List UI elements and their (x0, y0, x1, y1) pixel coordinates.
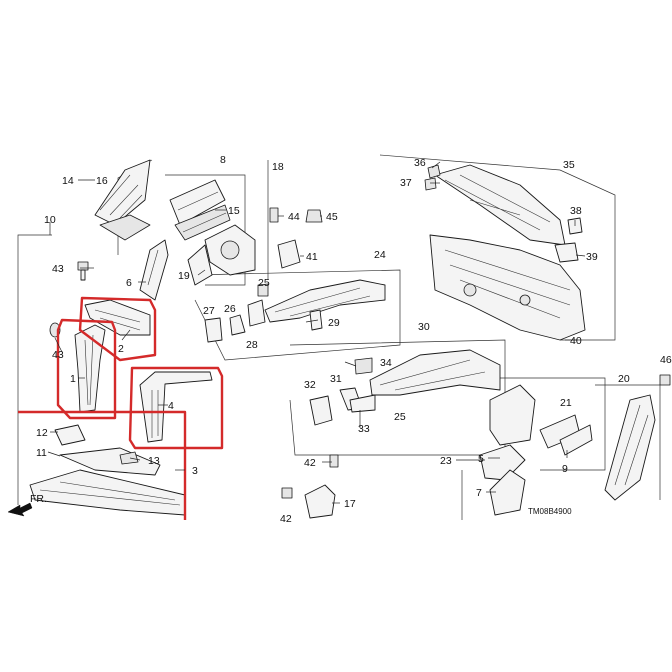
part-17-bracket (304, 484, 336, 519)
part-number-labels: 14 16 10 8 15 18 19 6 43 43 2 1 4 12 11 … (36, 154, 672, 525)
part-24-frame-rail (264, 279, 386, 323)
bolt-43 (77, 261, 89, 281)
bolt-46 (659, 374, 671, 386)
part-label-3: 3 (192, 465, 198, 477)
highlight-outlines (18, 296, 224, 520)
parts-36-37-38-39 (424, 164, 583, 263)
part-label-10: 10 (44, 214, 56, 226)
part-4-rail (139, 371, 213, 443)
part-16-bracket (94, 159, 151, 241)
part-21-9-brackets (539, 414, 593, 456)
part-label-1: 1 (70, 373, 76, 385)
part-label-28: 28 (246, 339, 258, 351)
part-35-cowl-top (434, 164, 566, 246)
drawing-code: TM08B4900 (528, 507, 572, 516)
part-label-40: 40 (570, 335, 582, 347)
part-label-14: 14 (62, 175, 74, 187)
part-label-19: 19 (178, 270, 190, 282)
part-label-43-top: 43 (52, 263, 64, 275)
part-label-11: 11 (36, 447, 47, 459)
part-label-7: 7 (476, 487, 482, 499)
part-label-26: 26 (224, 303, 236, 315)
part-label-45: 45 (326, 211, 338, 223)
part-1-pillar (49, 322, 106, 413)
part-label-4: 4 (168, 400, 174, 412)
part-label-32: 32 (304, 379, 316, 391)
part-wheelhouse-upper (204, 224, 256, 276)
part-11-12-13-members (29, 424, 186, 516)
part-label-12: 12 (36, 427, 48, 439)
part-label-39: 39 (586, 251, 598, 263)
part-label-5: 5 (478, 453, 484, 465)
part-label-6: 6 (126, 277, 132, 289)
parts-25-26-27-28-29 (204, 283, 323, 343)
part-30-frame-rail (369, 349, 501, 396)
part-label-25-top: 25 (258, 277, 270, 289)
part-23-apron (479, 384, 536, 516)
part-label-23: 23 (440, 455, 452, 467)
part-label-18: 18 (272, 161, 284, 173)
highlight-part-2 (78, 296, 157, 362)
part-label-27: 27 (203, 305, 215, 317)
part-label-8: 8 (220, 154, 226, 166)
bolts-42 (281, 454, 339, 499)
part-label-35: 35 (563, 159, 575, 171)
parts-31-32-33-34 (309, 357, 376, 426)
part-40-dashboard-panel (429, 234, 586, 341)
part-label-24: 24 (374, 249, 386, 261)
part-label-46: 46 (660, 354, 672, 366)
part-label-41: 41 (306, 251, 318, 263)
part-label-16: 16 (96, 175, 108, 187)
part-label-37: 37 (400, 177, 412, 189)
part-19-bracket (187, 244, 213, 286)
part-label-42-bottom: 42 (280, 513, 292, 525)
highlight-part-4 (128, 366, 224, 450)
part-6-arm (139, 239, 169, 301)
part-15-reinforcement (169, 179, 231, 241)
direction-label: FR. (30, 493, 47, 505)
part-label-42-top: 42 (304, 457, 316, 469)
part-label-9: 9 (562, 463, 568, 475)
part-41-bracket (277, 239, 301, 269)
part-label-29: 29 (328, 317, 340, 329)
part-label-33: 33 (358, 423, 370, 435)
part-label-44: 44 (288, 211, 300, 223)
part-label-43-bottom: 43 (52, 349, 64, 361)
front-direction-arrow: FR. (7, 493, 47, 517)
part-label-30: 30 (418, 321, 430, 333)
part-label-31: 31 (330, 373, 342, 385)
part-44-45-fasteners (269, 207, 323, 223)
highlight-part-1 (56, 318, 117, 420)
part-label-34: 34 (380, 357, 392, 369)
leader-lines (47, 161, 586, 504)
part-label-17: 17 (344, 498, 356, 510)
part-label-25-bottom: 25 (394, 411, 406, 423)
part-label-2: 2 (118, 343, 124, 355)
part-label-38: 38 (570, 205, 582, 217)
part-label-15: 15 (228, 205, 240, 217)
part-label-36: 36 (414, 157, 426, 169)
part-20-pillar-right (604, 394, 656, 501)
part-label-20: 20 (618, 373, 630, 385)
part-label-21: 21 (560, 397, 572, 409)
part-label-13: 13 (148, 455, 160, 467)
highlight-lower-group (18, 410, 187, 520)
